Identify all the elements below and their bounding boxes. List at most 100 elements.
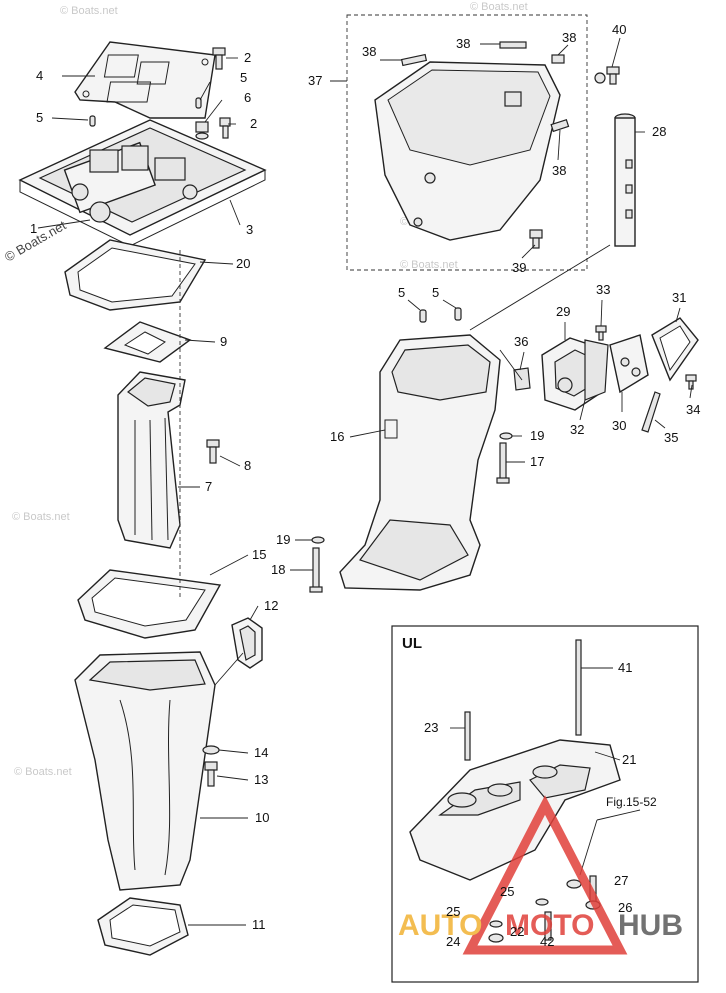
part-36-grommet xyxy=(513,367,531,391)
washer-25 xyxy=(489,920,503,928)
stud-41 xyxy=(575,639,582,736)
part-15-gasket xyxy=(77,569,222,639)
screw-34 xyxy=(685,374,697,390)
callout-label: 5 xyxy=(240,70,247,85)
bolt-13 xyxy=(204,761,218,787)
connect-line xyxy=(499,349,523,381)
callout-label: 28 xyxy=(652,124,666,139)
callout-layer: 1 2 2 3 4 5 5 5 5 6 7 8 9 10 11 12 13 14… xyxy=(30,22,700,949)
brand-text-hub: HUB xyxy=(618,909,683,942)
watermark: © Boats.net xyxy=(14,766,72,778)
callout-label: 6 xyxy=(244,90,251,105)
nut-24 xyxy=(488,933,504,943)
callout-label: 17 xyxy=(530,454,544,469)
callout-label: 35 xyxy=(664,430,678,445)
callout-label: 32 xyxy=(570,422,584,437)
callout-label: 14 xyxy=(254,745,268,760)
bolt-39 xyxy=(529,229,543,249)
stud-23 xyxy=(464,711,471,761)
bolt-22 xyxy=(544,911,552,941)
brand-triangle-icon xyxy=(462,795,628,955)
callout-label: 7 xyxy=(205,479,212,494)
fig-reference: Fig.15-52 xyxy=(606,795,657,809)
pin-5 xyxy=(419,309,427,323)
callout-label: 2 xyxy=(250,116,257,131)
callout-label: 19 xyxy=(530,428,544,443)
callout-label: 38 xyxy=(552,163,566,178)
screw-33 xyxy=(595,325,607,341)
part-28-water-tube xyxy=(614,113,636,247)
part-31-plate xyxy=(651,317,699,382)
callout-label: 5 xyxy=(398,285,405,300)
bolt-40 xyxy=(594,66,620,85)
part-1-adapter-plate xyxy=(18,119,267,247)
bolt-17 xyxy=(496,442,510,484)
callout-label: 13 xyxy=(254,772,268,787)
callout-label: 39 xyxy=(512,260,526,275)
callout-label: 21 xyxy=(622,752,636,767)
callout-label: 37 xyxy=(308,73,322,88)
callout-label: 9 xyxy=(220,334,227,349)
callout-label: 31 xyxy=(672,290,686,305)
callout-label: 27 xyxy=(614,873,628,888)
callout-label: 19 xyxy=(276,532,290,547)
watermark: © Boats.net xyxy=(60,5,118,17)
part-21-extension xyxy=(409,739,621,881)
watermark: © Boats.net xyxy=(12,511,70,523)
part-20-gasket xyxy=(64,239,207,311)
callout-label: 33 xyxy=(596,282,610,297)
callout-label: 5 xyxy=(36,110,43,125)
part-37-lower-cowl xyxy=(374,61,561,241)
watermark: © Boats.net xyxy=(400,259,458,271)
callout-label: 26 xyxy=(618,900,632,915)
part-37-group-box xyxy=(346,14,588,271)
callout-label: 34 xyxy=(686,402,700,417)
washer-25 xyxy=(535,898,549,906)
callout-label: 4 xyxy=(36,68,43,83)
part-10-exhaust-housing xyxy=(74,651,216,891)
callout-label: 12 xyxy=(264,598,278,613)
watermark: © Boats.net xyxy=(470,1,528,13)
ref-leader xyxy=(596,809,641,821)
strip-38 xyxy=(550,118,570,133)
part-12-bracket xyxy=(231,617,263,669)
leader-lines xyxy=(37,37,693,926)
washer-19 xyxy=(499,432,513,440)
callout-label: 5 xyxy=(432,285,439,300)
ref-leader xyxy=(579,819,598,876)
callout-label: 18 xyxy=(271,562,285,577)
part-35-blade xyxy=(641,391,661,433)
bolt-2-top xyxy=(212,47,226,70)
callout-label: 25 xyxy=(500,884,514,899)
part-16-driveshaft-housing xyxy=(339,334,501,591)
callout-label: 2 xyxy=(244,50,251,65)
callout-label: 15 xyxy=(252,547,266,562)
part-9-gasket xyxy=(103,321,192,363)
callout-label: 23 xyxy=(424,720,438,735)
bolt-8 xyxy=(206,439,220,464)
callout-label: 20 xyxy=(236,256,250,271)
callout-label: 10 xyxy=(255,810,269,825)
strip-38 xyxy=(499,41,527,49)
callout-label: 40 xyxy=(612,22,626,37)
callout-label: 1 xyxy=(30,221,37,236)
brand-logo: AUTO MOTO HUB xyxy=(398,795,683,955)
callout-label: 24 xyxy=(446,934,460,949)
washer-25 xyxy=(566,879,582,889)
connect-line xyxy=(469,244,611,331)
strip-38 xyxy=(400,53,428,67)
inset-title: UL xyxy=(402,635,422,652)
callout-label: 38 xyxy=(362,44,376,59)
callout-label: 38 xyxy=(456,36,470,51)
part-30-cover xyxy=(609,334,649,394)
part-11-seal xyxy=(97,897,189,956)
part-4-plate xyxy=(74,41,216,119)
callout-label: 3 xyxy=(246,222,253,237)
callout-label: 8 xyxy=(244,458,251,473)
washer-6 xyxy=(195,121,209,140)
part-29-pump-assembly xyxy=(541,337,609,411)
part-7-exhaust-tube xyxy=(117,371,186,549)
bolt-18 xyxy=(309,547,323,593)
pin-5 xyxy=(454,307,462,321)
